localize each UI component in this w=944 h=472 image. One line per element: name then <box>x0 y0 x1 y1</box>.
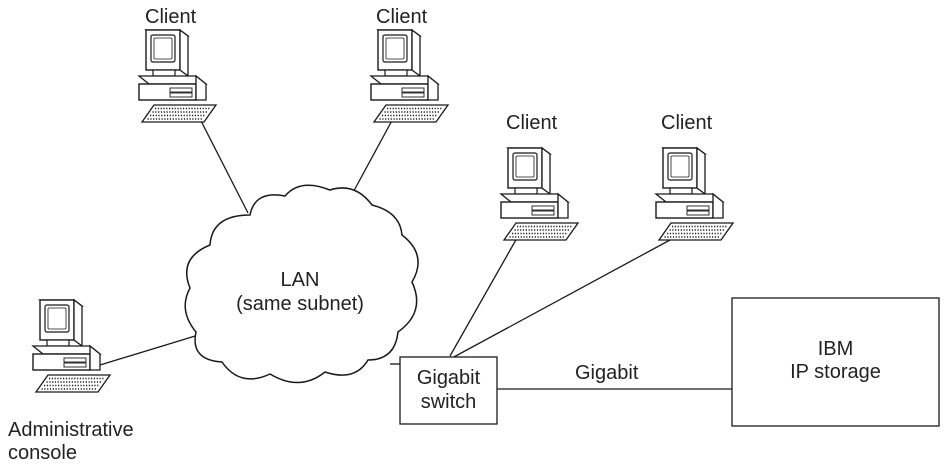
client-1-label: Client <box>145 6 197 28</box>
lan-label-line1: LAN <box>280 269 320 291</box>
admin-console-label-line2: console <box>8 442 77 464</box>
client-4-computer-icon <box>655 147 734 241</box>
gigabit-link-label: Gigabit <box>575 362 639 384</box>
switch-label-line2: switch <box>420 391 477 413</box>
storage-label-line2: IP storage <box>790 361 881 383</box>
storage-label-line1: IBM <box>817 338 854 360</box>
link-switch-client3 <box>449 237 518 357</box>
switch-label-line1: Gigabit <box>416 367 481 389</box>
admin-console-label-line1: Administrative <box>8 419 134 441</box>
link-client2-lan <box>349 114 396 199</box>
link-client1-lan <box>197 114 249 214</box>
client-1-computer-icon <box>138 29 217 123</box>
client-3-label: Client <box>506 112 558 134</box>
gigabit-switch-box <box>399 356 498 425</box>
client-2-computer-icon <box>370 29 449 123</box>
lan-label-line2: (same subnet) <box>236 293 364 315</box>
connection-lines <box>99 114 732 390</box>
client-2-label: Client <box>376 6 428 28</box>
client-3-computer-icon <box>500 147 579 241</box>
admin-console-computer-icon <box>32 299 111 393</box>
link-switch-client4 <box>451 239 671 359</box>
ibm-ip-storage-box <box>731 297 940 427</box>
link-admin-lan <box>99 332 206 366</box>
client-4-label: Client <box>661 112 713 134</box>
